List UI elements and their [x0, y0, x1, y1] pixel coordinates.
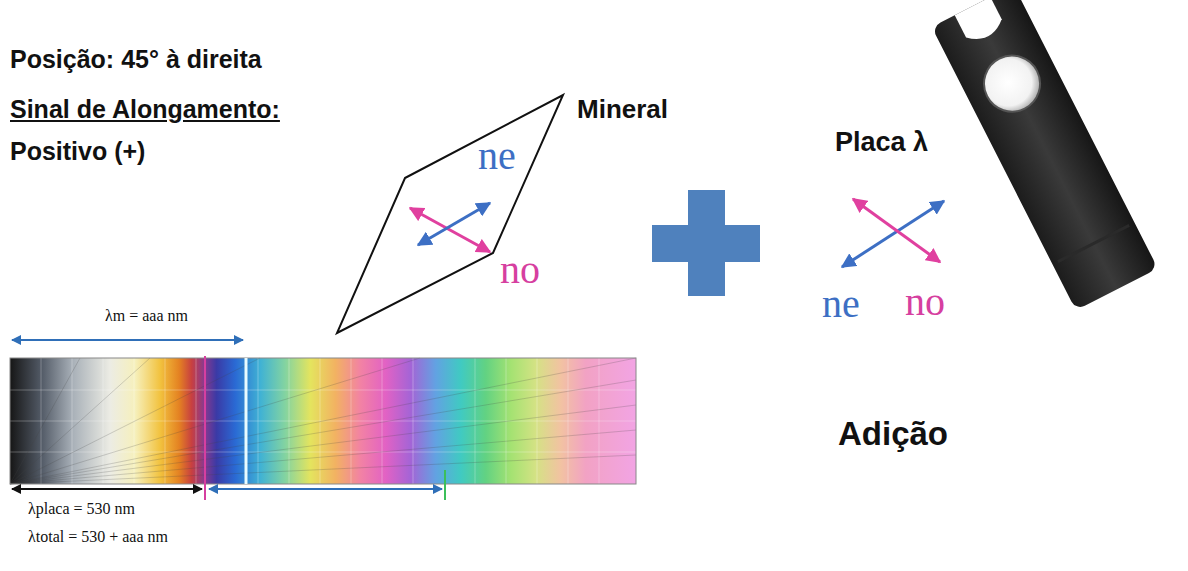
plate-no-label: no	[905, 278, 945, 326]
ne-label: ne	[478, 132, 516, 180]
plate-retardation: λplaca = 530 nm	[28, 499, 135, 518]
mineral-crystal: Mineral ne no	[330, 85, 730, 345]
plate-title: Placa λ	[835, 126, 928, 158]
mineral-retardation: λm = aaa nm	[105, 306, 188, 325]
elongation-sign: Positivo (+)	[10, 136, 145, 166]
position-text: Posição: 45° à direita	[10, 44, 262, 74]
crystal-outline	[330, 85, 730, 345]
elongation-heading: Sinal de Alongamento:	[10, 94, 280, 124]
ne-vibration-arrow	[418, 203, 490, 245]
mineral-label: Mineral	[577, 94, 668, 125]
crystal-edge	[337, 95, 563, 333]
no-vibration-arrow	[410, 208, 490, 252]
plate-ne-label: ne	[822, 280, 860, 328]
total-retardation: λtotal = 530 + aaa nm	[28, 527, 168, 546]
addition-label: Adição	[838, 414, 948, 454]
no-label: no	[500, 246, 540, 294]
